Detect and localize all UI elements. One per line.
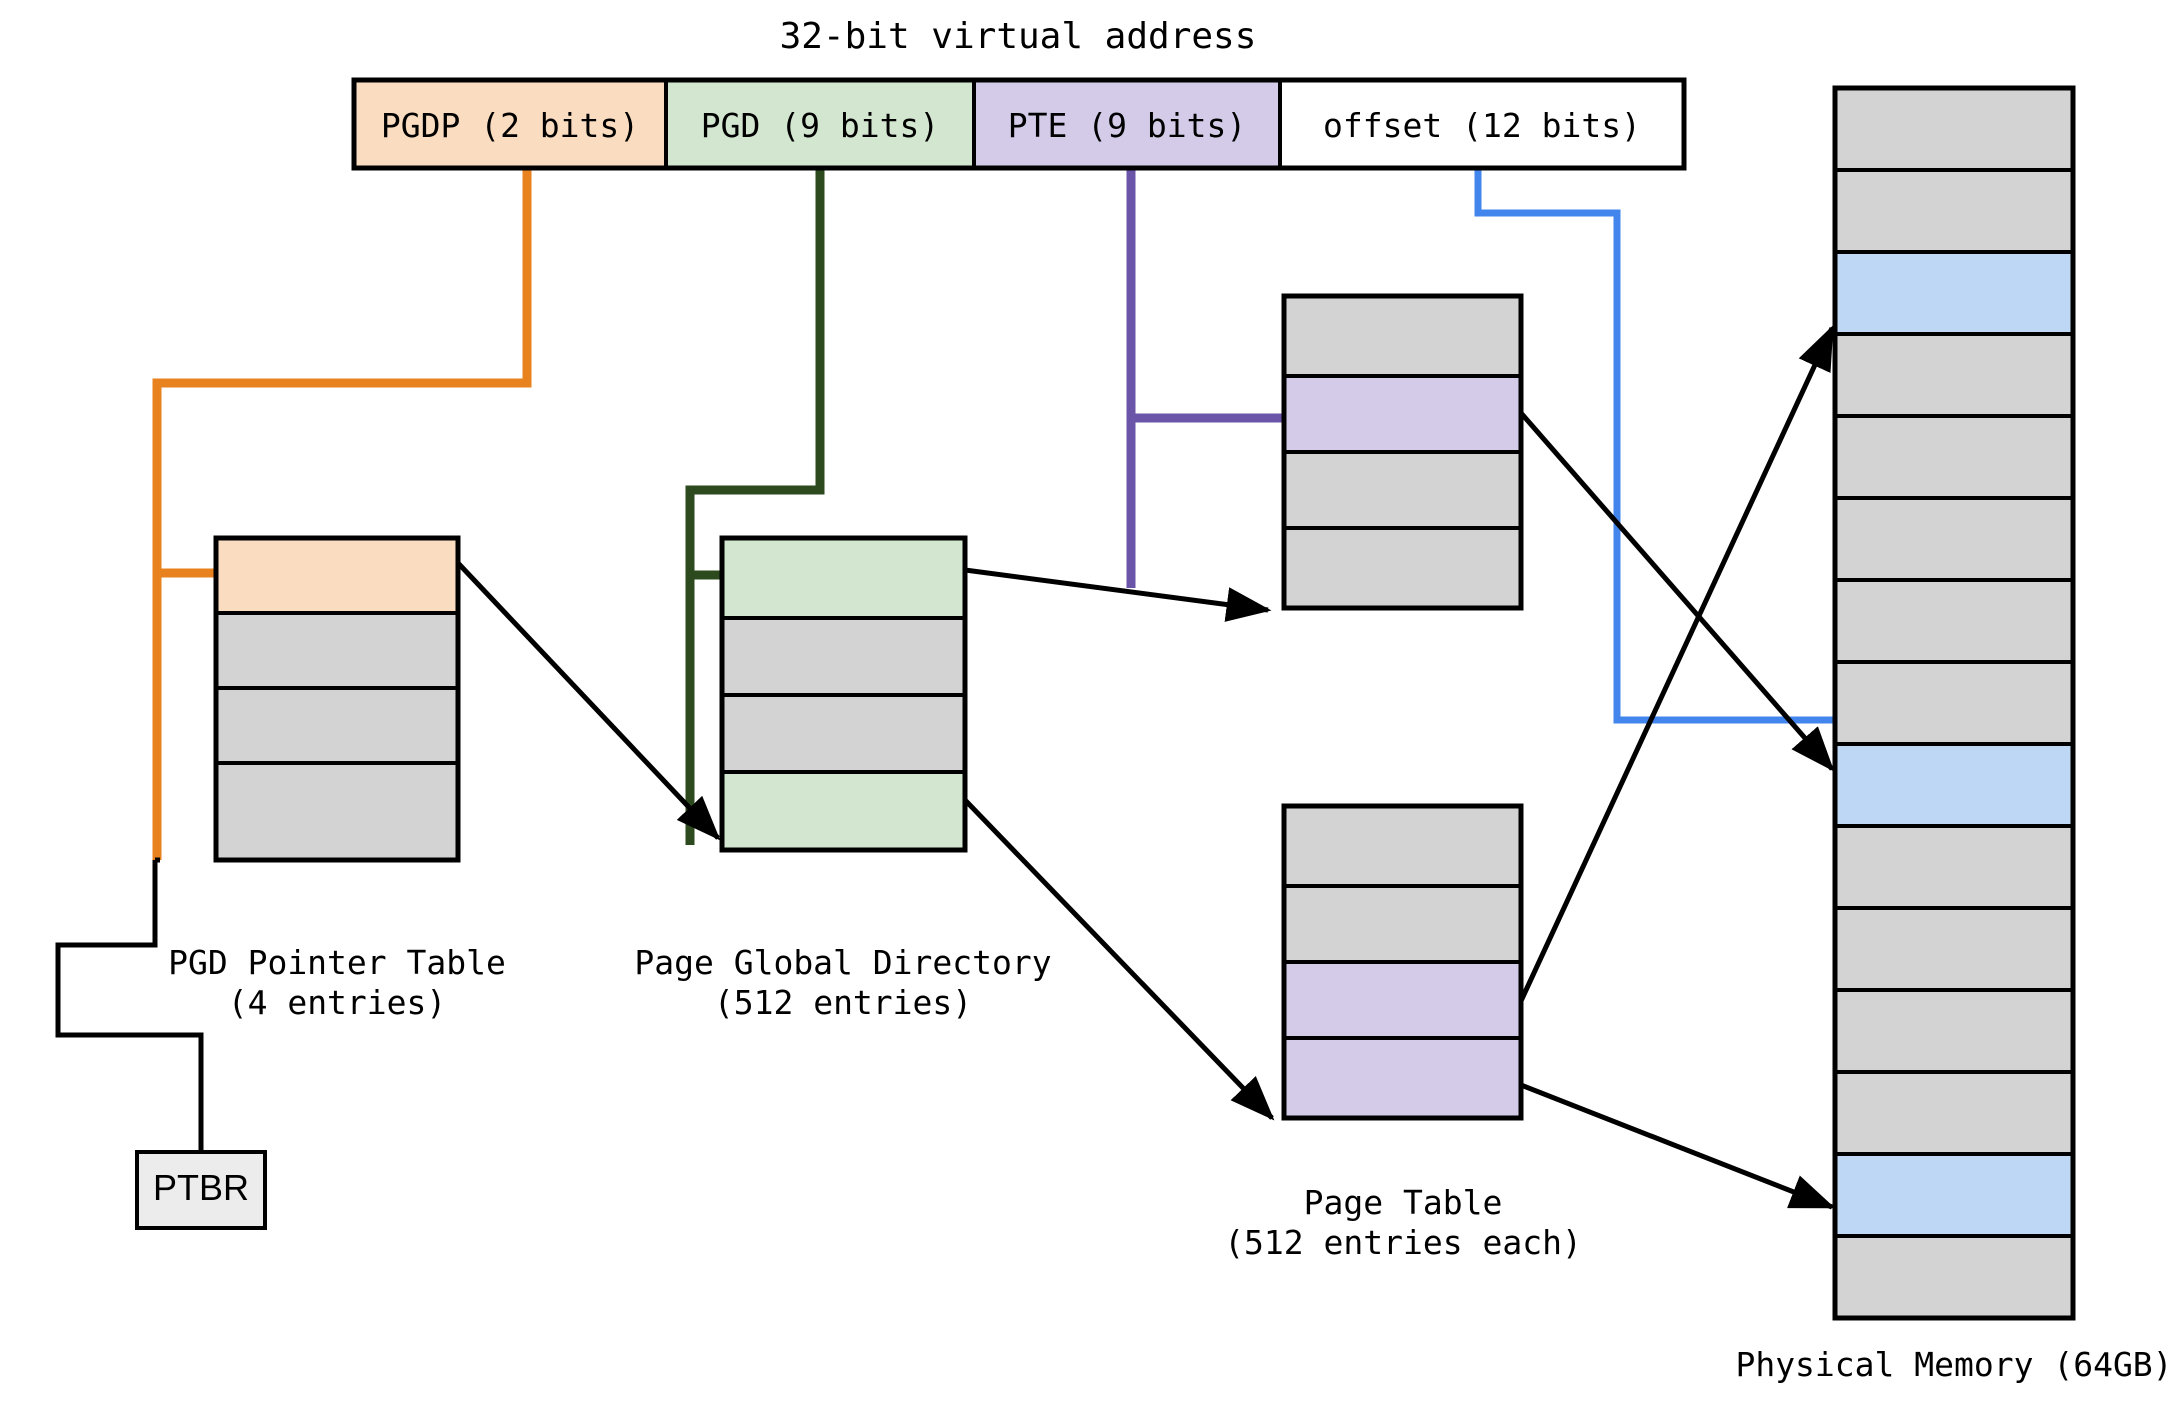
physical-memory-row-10[interactable] [1833, 824, 2075, 910]
pgd-pointer-table-row-1[interactable] [214, 536, 460, 615]
page-global-directory-label-line2: (512 entries) [713, 983, 973, 1022]
physical-memory-outline [1832, 85, 2076, 1321]
address-bar-outline [351, 77, 1687, 171]
address-field-offset[interactable] [1278, 78, 1686, 170]
page-table-label-line1: Page Table [1303, 1183, 1503, 1222]
physical-memory-row-8[interactable] [1833, 660, 2075, 746]
pgd-pointer-table-row-4[interactable] [214, 761, 460, 862]
arrow-pte-upper-to-physmem [1519, 411, 1835, 772]
page-global-directory-label-line1: Page Global Directory [634, 943, 1052, 982]
page-table-upper-outline [1281, 293, 1524, 611]
physical-memory-row-12[interactable] [1833, 988, 2075, 1074]
page-table-lower-row-2[interactable] [1282, 884, 1523, 964]
page-table-label-line2: (512 entries each) [1224, 1223, 1582, 1262]
physical-memory-row-5[interactable] [1833, 414, 2075, 500]
offset-connector [1474, 168, 1835, 724]
physical-memory-row-2[interactable] [1833, 168, 2075, 254]
page-table-lower-row-1[interactable] [1282, 804, 1523, 888]
page-global-directory-row-3[interactable] [720, 693, 967, 774]
address-field-label-offset: offset (12 bits) [1323, 106, 1641, 145]
physical-memory-row-1[interactable] [1833, 86, 2075, 172]
arrow-pgd-to-pagetable-lower [963, 798, 1275, 1121]
pgd-connector [685, 168, 825, 845]
physical-memory-row-14[interactable] [1833, 1152, 2075, 1238]
page-global-directory-table [719, 535, 968, 853]
address-field-label-pte: PTE (9 bits) [1007, 106, 1247, 145]
physical-memory-row-7[interactable] [1833, 578, 2075, 664]
page-table-upper-row-2[interactable] [1282, 374, 1523, 454]
page-table-upper [1281, 293, 1524, 611]
ptbr-label: PTBR [152, 1167, 249, 1208]
ptbr-box[interactable] [135, 1150, 267, 1230]
pgd-pointer-table-row-3[interactable] [214, 686, 460, 765]
pgdp-connector [152, 168, 532, 860]
arrow-pgdp-to-pgd [456, 561, 721, 841]
page-table-upper-row-3[interactable] [1282, 450, 1523, 530]
page-table-lower-row-3[interactable] [1282, 960, 1523, 1040]
physical-memory-row-9[interactable] [1833, 742, 2075, 828]
arrow-pte-lower-to-physmem-bottom [1520, 1082, 1836, 1210]
virtual-address-bar [351, 77, 1687, 171]
physical-memory-label: Physical Memory (64GB) [1735, 1345, 2173, 1384]
page-title: 32-bit virtual address [779, 16, 1257, 57]
arrow-pte-lower-to-physmem-top [1518, 324, 1835, 1003]
physical-memory-row-15[interactable] [1833, 1234, 2075, 1320]
address-field-label-pgdp: PGDP (2 bits) [380, 106, 640, 145]
ptbr-connector-path [55, 860, 204, 1152]
page-table-upper-row-4[interactable] [1282, 526, 1523, 610]
address-field-label-pgd: PGD (9 bits) [700, 106, 940, 145]
physical-memory-row-13[interactable] [1833, 1070, 2075, 1156]
physical-memory-column [1832, 85, 2076, 1321]
page-global-directory-row-1[interactable] [720, 536, 967, 620]
pgd-pointer-table-outline [213, 535, 461, 863]
pgd-pointer-table-label-line1: PGD Pointer Table [168, 943, 506, 982]
page-global-directory-outline [719, 535, 968, 853]
physical-memory-row-6[interactable] [1833, 496, 2075, 582]
arrow-pgd-to-pagetable-upper [964, 567, 1272, 622]
page-global-directory-row-4[interactable] [720, 770, 967, 852]
page-table-lower-row-4[interactable] [1282, 1036, 1523, 1120]
pgd-pointer-table-label-line2: (4 entries) [227, 983, 447, 1022]
pgd-pointer-table-row-2[interactable] [214, 611, 460, 690]
page-table-lower-outline [1281, 803, 1524, 1121]
ptbr-register[interactable] [135, 1150, 267, 1230]
physical-memory-row-4[interactable] [1833, 332, 2075, 418]
pgd-pointer-table [213, 535, 461, 863]
page-table-lower [1281, 803, 1524, 1121]
physical-memory-row-11[interactable] [1833, 906, 2075, 992]
page-table-upper-row-1[interactable] [1282, 294, 1523, 378]
page-global-directory-row-2[interactable] [720, 616, 967, 697]
physical-memory-row-3[interactable] [1833, 250, 2075, 336]
